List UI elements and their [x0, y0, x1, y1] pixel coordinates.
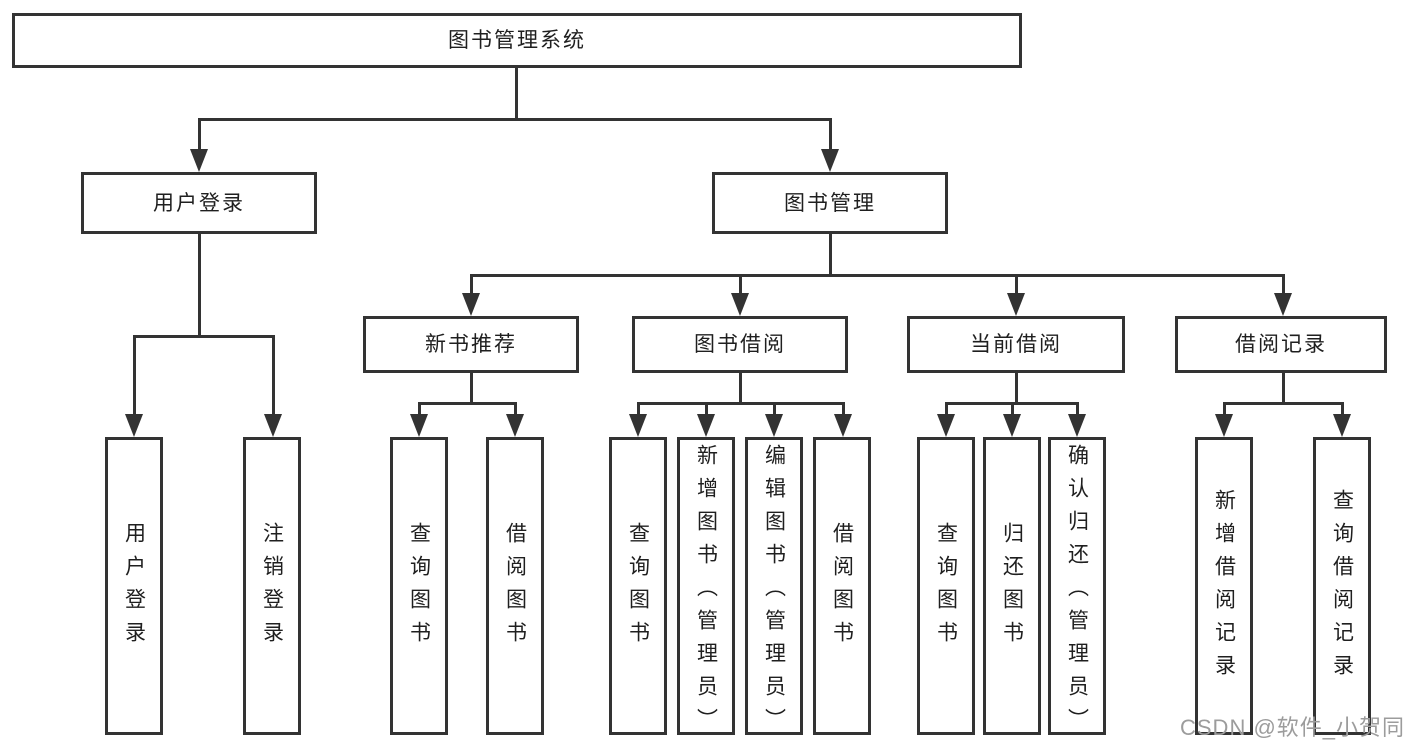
arrowhead-down-icon: [506, 414, 524, 437]
connector-to-book-management: [829, 118, 832, 152]
connector-to-leaf-login: [133, 335, 136, 416]
connector-leaf: [1011, 402, 1014, 416]
arrowhead-down-icon: [1068, 414, 1086, 437]
connector-level2-branch: [470, 274, 1284, 277]
connector-leaf: [773, 402, 776, 416]
leaf-user-login: 用户登录: [105, 437, 163, 735]
connector-new-book-branch: [418, 402, 517, 405]
arrowhead-down-icon: [821, 149, 839, 172]
connector-borrow-records-stem: [1282, 373, 1285, 404]
connector-to-current-borrow: [1015, 274, 1018, 296]
connector-book-mgmt-stem: [829, 234, 832, 276]
connector-user-login-stem: [198, 234, 201, 338]
node-root-library-system: 图书管理系统: [12, 13, 1022, 68]
arrowhead-down-icon: [462, 293, 480, 316]
node-book-management: 图书管理: [712, 172, 948, 234]
connector-root-stem: [515, 68, 518, 121]
connector-book-borrow-stem: [739, 373, 742, 404]
leaf-borrow-books-recommend: 借阅图书: [486, 437, 544, 735]
leaf-borrow-books: 借阅图书: [813, 437, 871, 735]
connector-level1-branch: [198, 118, 831, 121]
arrowhead-down-icon: [765, 414, 783, 437]
connector-borrow-records-branch: [1223, 402, 1344, 405]
leaf-confirm-return-admin: 确认归还（管理员）: [1048, 437, 1106, 741]
arrowhead-down-icon: [937, 414, 955, 437]
arrowhead-down-icon: [264, 414, 282, 437]
connector-leaf: [1223, 402, 1226, 416]
arrowhead-down-icon: [190, 149, 208, 172]
leaf-edit-books-admin: 编辑图书（管理员）: [745, 437, 803, 741]
connector-current-borrow-stem: [1015, 373, 1018, 404]
arrowhead-down-icon: [410, 414, 428, 437]
leaf-return-books: 归还图书: [983, 437, 1041, 735]
connector-leaf: [418, 402, 421, 416]
connector-book-borrow-branch: [637, 402, 845, 405]
leaf-query-books-current: 查询图书: [917, 437, 975, 735]
leaf-query-books-borrow: 查询图书: [609, 437, 667, 735]
leaf-add-borrow-record: 新增借阅记录: [1195, 437, 1253, 735]
connector-leaf: [1341, 402, 1344, 416]
node-book-borrow: 图书借阅: [632, 316, 848, 373]
connector-to-leaf-logout: [272, 335, 275, 416]
leaf-query-books-recommend: 查询图书: [390, 437, 448, 735]
arrowhead-down-icon: [1215, 414, 1233, 437]
leaf-logout: 注销登录: [243, 437, 301, 735]
arrowhead-down-icon: [125, 414, 143, 437]
leaf-query-borrow-record: 查询借阅记录: [1313, 437, 1371, 735]
connector-to-new-book: [470, 274, 473, 296]
node-new-book-recommend: 新书推荐: [363, 316, 579, 373]
arrowhead-down-icon: [629, 414, 647, 437]
arrowhead-down-icon: [697, 414, 715, 437]
connector-to-user-login: [198, 118, 201, 152]
connector-user-login-branch: [133, 335, 275, 338]
connector-to-borrow-records: [1282, 274, 1285, 296]
arrowhead-down-icon: [731, 293, 749, 316]
arrowhead-down-icon: [1003, 414, 1021, 437]
node-current-borrow: 当前借阅: [907, 316, 1125, 373]
connector-leaf: [945, 402, 948, 416]
node-user-login: 用户登录: [81, 172, 317, 234]
arrowhead-down-icon: [1333, 414, 1351, 437]
connector-leaf: [1076, 402, 1079, 416]
node-borrow-records: 借阅记录: [1175, 316, 1387, 373]
arrowhead-down-icon: [834, 414, 852, 437]
arrowhead-down-icon: [1274, 293, 1292, 316]
csdn-watermark: CSDN @软件_小贺同学: [1180, 715, 1405, 740]
connector-leaf: [705, 402, 708, 416]
connector-leaf: [842, 402, 845, 416]
connector-to-book-borrow: [739, 274, 742, 296]
arrowhead-down-icon: [1007, 293, 1025, 316]
connector-leaf: [514, 402, 517, 416]
connector-new-book-stem: [470, 373, 473, 404]
connector-leaf: [637, 402, 640, 416]
leaf-add-books-admin: 新增图书（管理员）: [677, 437, 735, 741]
